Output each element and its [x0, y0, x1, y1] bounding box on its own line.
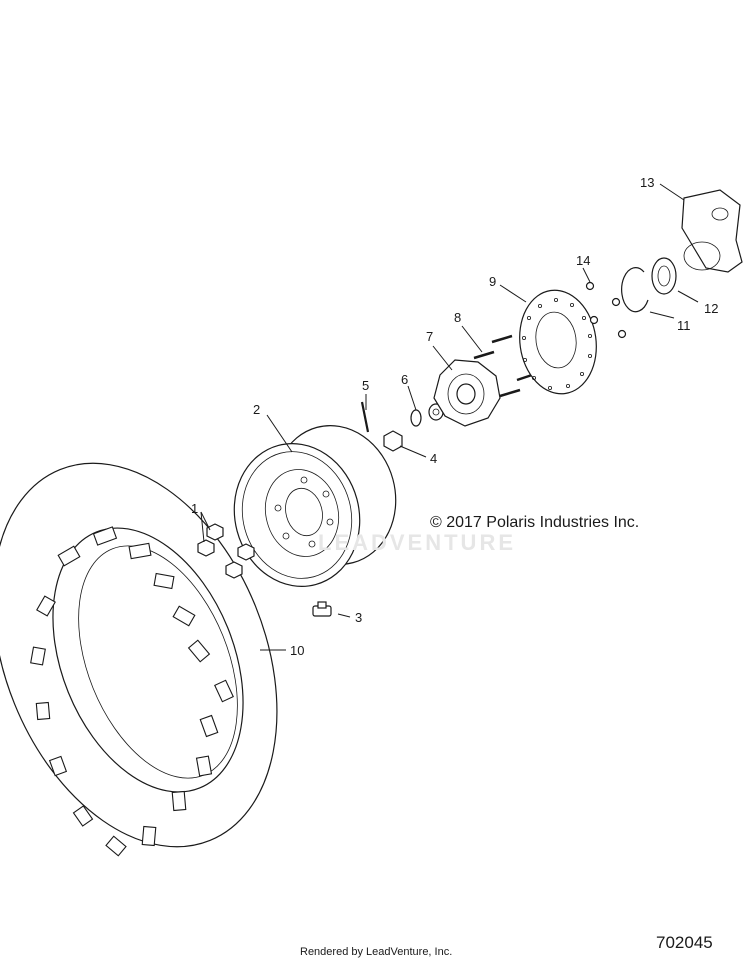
callout-2: 2: [253, 402, 260, 417]
lug-nuts: [197, 523, 255, 579]
callout-11: 11: [677, 318, 691, 333]
callout-10: 10: [290, 643, 304, 658]
cotter-pin: [360, 401, 370, 433]
wheel-bearing: [651, 257, 677, 295]
callout-6: 6: [401, 372, 408, 387]
copyright-notice: © 2017 Polaris Industries Inc.: [430, 514, 640, 531]
rim-bolt-holes: [274, 476, 334, 548]
brake-disc: [519, 289, 597, 395]
callout-7: 7: [426, 329, 433, 344]
callout-labels: 1 2 3 4 5 6 7 8 9 10 11 12 13 14: [191, 175, 718, 658]
disc-holes: [522, 297, 593, 390]
callout-1: 1: [191, 501, 198, 516]
hub: [433, 359, 501, 427]
render-credit: Rendered by LeadVenture, Inc.: [300, 946, 453, 958]
castle-nut: [383, 430, 403, 452]
callout-12: 12: [704, 301, 718, 316]
washers: [410, 403, 444, 427]
callout-5: 5: [362, 378, 369, 393]
callout-9: 9: [489, 274, 496, 289]
callout-14: 14: [576, 253, 590, 268]
callout-3: 3: [355, 610, 362, 625]
disc-bolts: [585, 281, 627, 339]
callout-13: 13: [640, 175, 654, 190]
callout-8: 8: [454, 310, 461, 325]
callout-4: 4: [430, 451, 437, 466]
retaining-ring: [621, 267, 649, 313]
steering-knuckle: [681, 189, 743, 273]
hub-studs: [473, 334, 536, 398]
tire-tread-blocks: [30, 526, 234, 857]
diagram-number: 702045: [656, 933, 713, 952]
watermark-text: LEADVENTURE: [318, 530, 517, 555]
leader-lines: [200, 183, 699, 651]
tire: [0, 462, 278, 857]
valve-stem: [312, 601, 332, 617]
wheel-rim: [233, 425, 397, 587]
